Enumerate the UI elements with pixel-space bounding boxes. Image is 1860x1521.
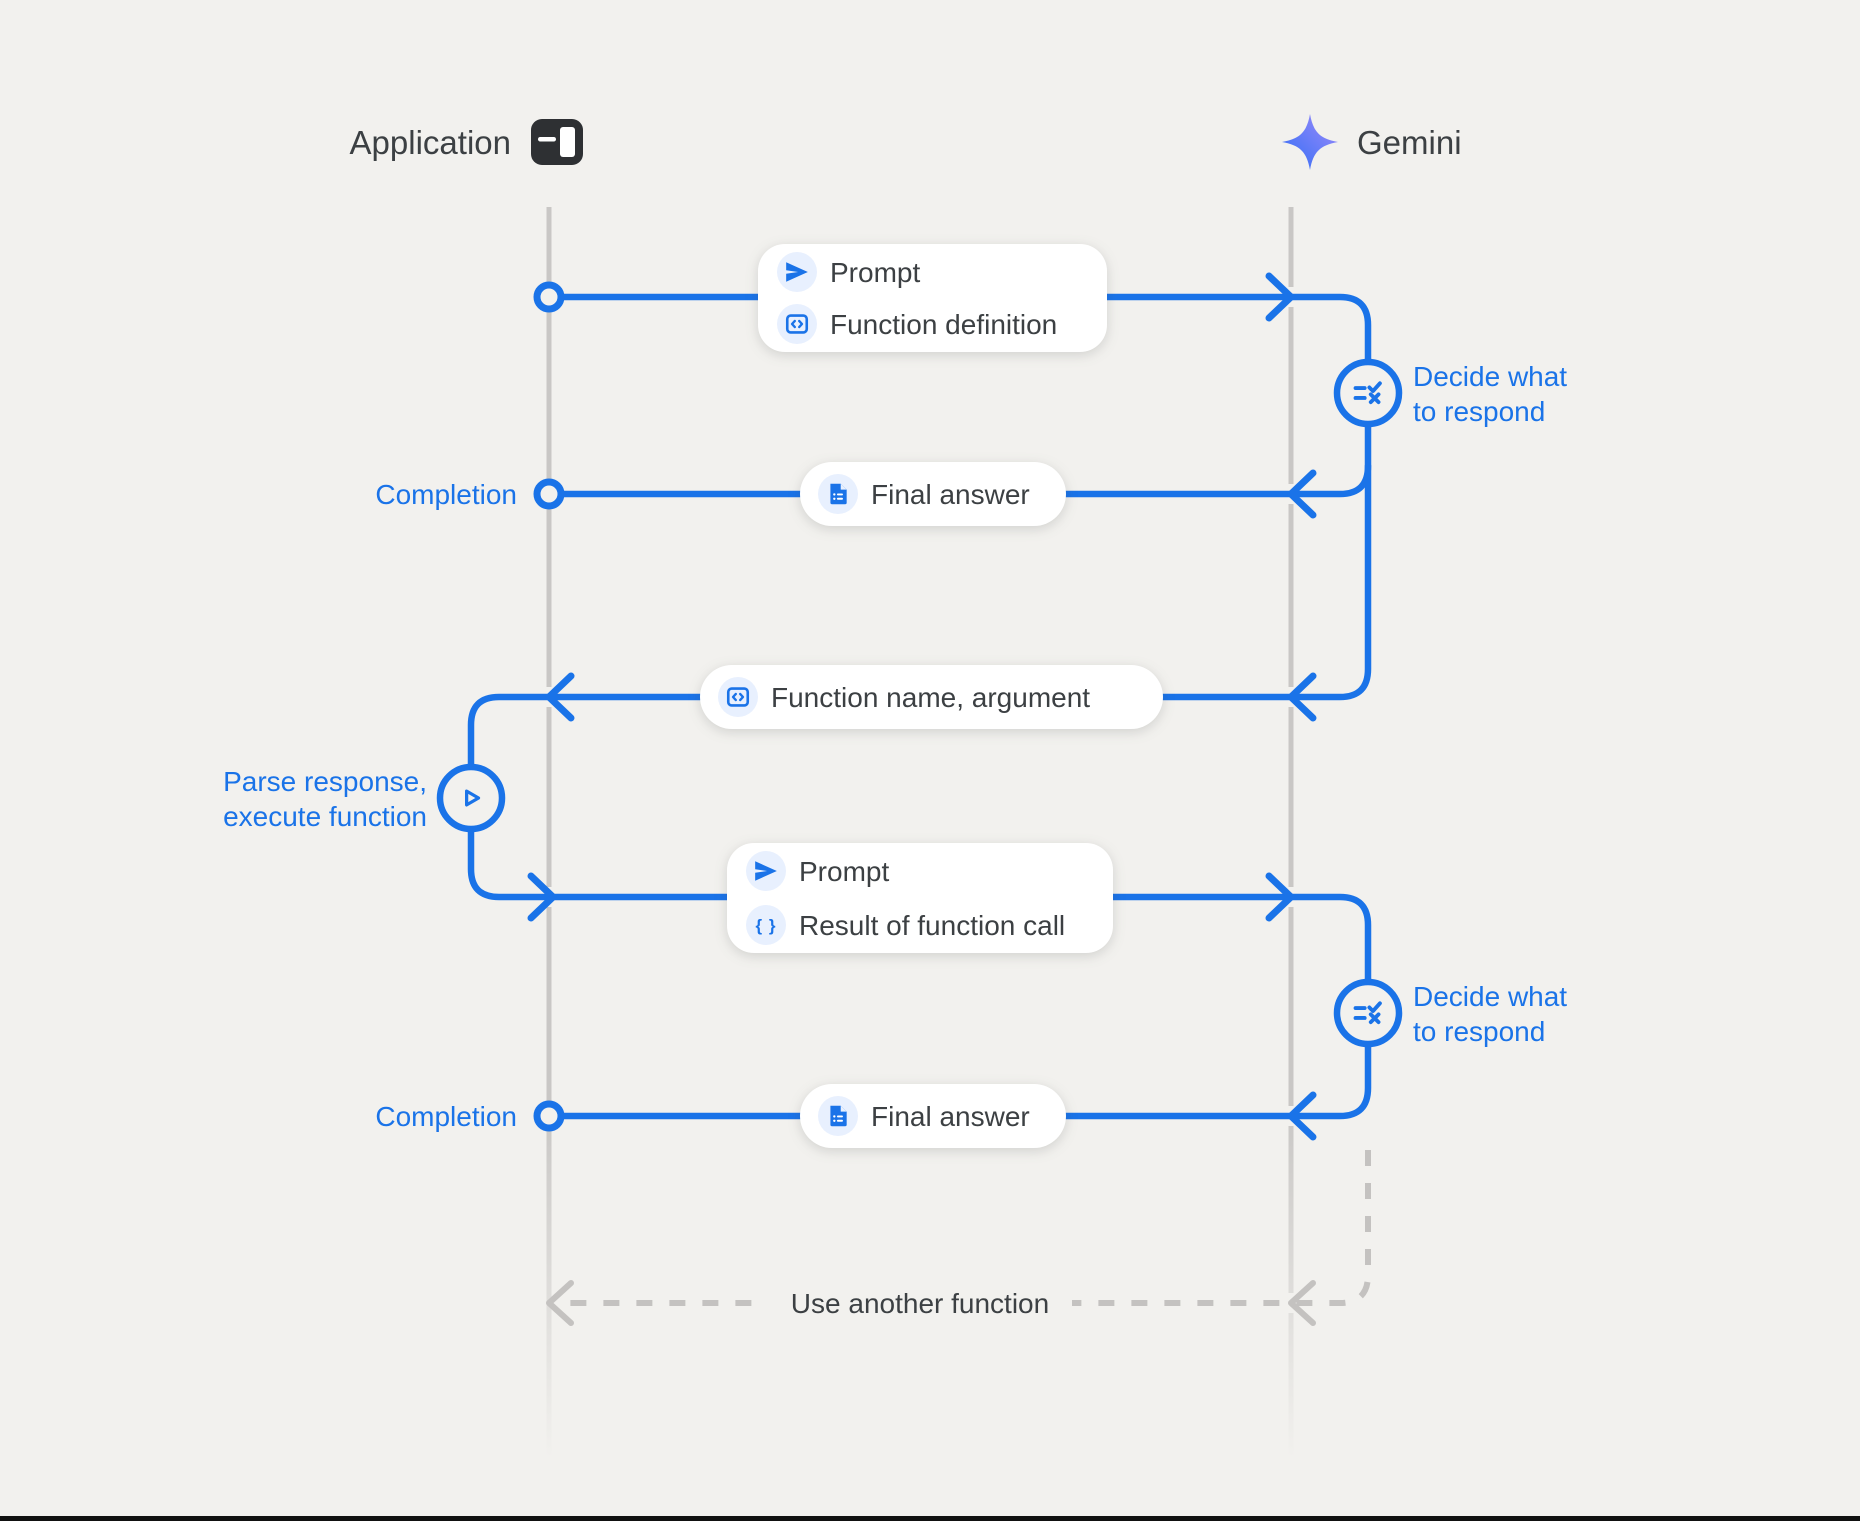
completion-label-1: Completion bbox=[375, 479, 517, 510]
path-final-answer-1 bbox=[557, 462, 1372, 498]
gemini-header: Gemini bbox=[1282, 114, 1462, 170]
icon-chip bbox=[777, 252, 817, 292]
node-markers bbox=[533, 281, 565, 1132]
decide-circle-1 bbox=[1333, 358, 1403, 428]
message-box-prompt-function-definition: Prompt Function definition bbox=[758, 244, 1107, 352]
completion-label-2: Completion bbox=[375, 1101, 517, 1132]
braces-icon: { } bbox=[756, 916, 777, 935]
gemini-title: Gemini bbox=[1357, 124, 1462, 161]
use-another-function-flow: Use another function bbox=[546, 1150, 1378, 1330]
message-box-final-answer-2: Final answer bbox=[800, 1084, 1066, 1148]
application-header: Application bbox=[350, 119, 583, 165]
arrowhead-right-msg1-icon bbox=[1265, 272, 1295, 322]
icon-chip bbox=[746, 851, 786, 891]
arrowheads bbox=[527, 272, 1317, 1141]
gemini-star-icon bbox=[1282, 114, 1338, 170]
dashed-arrowhead-application-icon bbox=[546, 1280, 574, 1326]
message-row-label: Function definition bbox=[830, 309, 1057, 340]
path-prompt-to-gemini bbox=[557, 293, 1372, 366]
use-another-function-dashed-path bbox=[561, 1150, 1371, 1306]
bottom-bar bbox=[0, 1516, 1860, 1521]
arrowhead-left-funcname-app-icon bbox=[545, 672, 575, 722]
app-window-icon bbox=[531, 119, 583, 165]
message-box-prompt-result: Prompt { } Result of function call bbox=[727, 843, 1113, 953]
message-box bbox=[700, 665, 1163, 729]
message-row-label: Prompt bbox=[799, 856, 889, 887]
message-box bbox=[800, 462, 1066, 526]
path-final-answer-2 bbox=[557, 1040, 1372, 1120]
decide-label-1-line1: Decide what bbox=[1413, 361, 1567, 392]
message-row-label: Result of function call bbox=[799, 910, 1065, 941]
decide-label-2-line1: Decide what bbox=[1413, 981, 1567, 1012]
message-row-label: Final answer bbox=[871, 479, 1030, 510]
arrowhead-right-msg2-gemini-icon bbox=[1265, 872, 1295, 922]
decide-label-2-line2: to respond bbox=[1413, 1016, 1545, 1047]
process-nodes bbox=[436, 358, 1403, 1048]
blue-paths bbox=[467, 293, 1372, 1120]
message-row-label: Final answer bbox=[871, 1101, 1030, 1132]
message-box bbox=[758, 244, 1107, 352]
message-box-final-answer-1: Final answer bbox=[800, 462, 1066, 526]
arrowhead-right-msg2-app-icon bbox=[527, 872, 557, 922]
use-another-function-label: Use another function bbox=[791, 1288, 1049, 1319]
decide-circle-2 bbox=[1333, 978, 1403, 1048]
icon-chip bbox=[746, 905, 786, 945]
message-row-label: Function name, argument bbox=[771, 682, 1090, 713]
node-msg1-start bbox=[533, 281, 565, 313]
message-box bbox=[800, 1084, 1066, 1148]
message-box bbox=[727, 843, 1113, 953]
arrowhead-left-final1-gemini-icon bbox=[1287, 469, 1317, 519]
arrowhead-left-funcname-gemini-icon bbox=[1287, 672, 1317, 722]
parse-circle bbox=[436, 763, 506, 833]
message-box-function-name-argument: Function name, argument bbox=[700, 665, 1163, 729]
parse-label-line2: execute function bbox=[223, 801, 427, 832]
arrowhead-left-final2-gemini-icon bbox=[1287, 1091, 1317, 1141]
parse-label-line1: Parse response, bbox=[223, 766, 427, 797]
icon-chip bbox=[777, 304, 817, 344]
flow-annotations: Decide what to respond Decide what to re… bbox=[223, 361, 1567, 1132]
icon-chip bbox=[718, 677, 758, 717]
node-completion-2 bbox=[533, 1100, 565, 1132]
application-title: Application bbox=[350, 124, 511, 161]
message-row-label: Prompt bbox=[830, 257, 920, 288]
node-completion-1 bbox=[533, 478, 565, 510]
decide-label-1-line2: to respond bbox=[1413, 396, 1545, 427]
dashed-arrowhead-gemini-icon bbox=[1288, 1280, 1316, 1326]
use-another-function-label-mask bbox=[768, 1276, 1072, 1330]
